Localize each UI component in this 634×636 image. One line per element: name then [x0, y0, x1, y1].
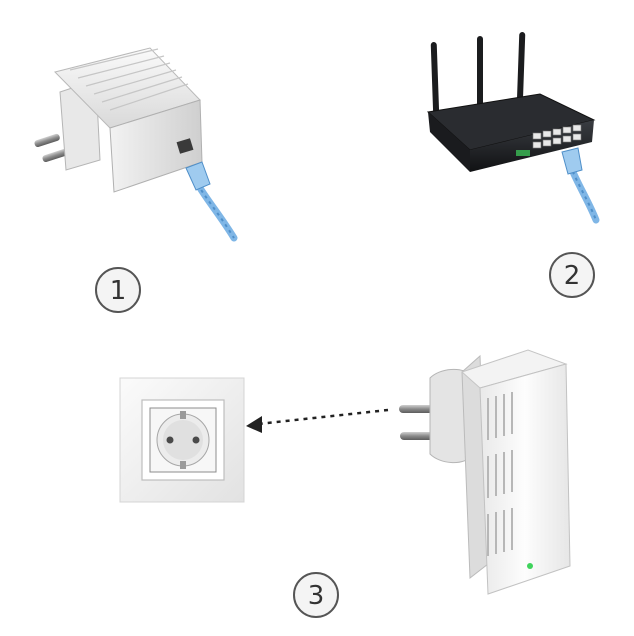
powerline-adapter-icon	[34, 47, 238, 242]
status-led-icon	[527, 563, 533, 569]
plug-pin	[42, 148, 68, 163]
dashed-arrow-icon	[246, 408, 389, 433]
step-2-badge: 2	[549, 252, 595, 298]
step-3-badge: 3	[293, 572, 339, 618]
step-1-number: 1	[110, 276, 127, 306]
step-2-number: 2	[564, 261, 581, 291]
powerline-adapter-large-icon	[399, 349, 571, 595]
wall-socket-icon	[119, 377, 245, 503]
step-1-badge: 1	[95, 267, 141, 313]
step-3-number: 3	[308, 581, 325, 611]
router-icon	[426, 32, 600, 224]
plug-pin	[34, 133, 60, 148]
